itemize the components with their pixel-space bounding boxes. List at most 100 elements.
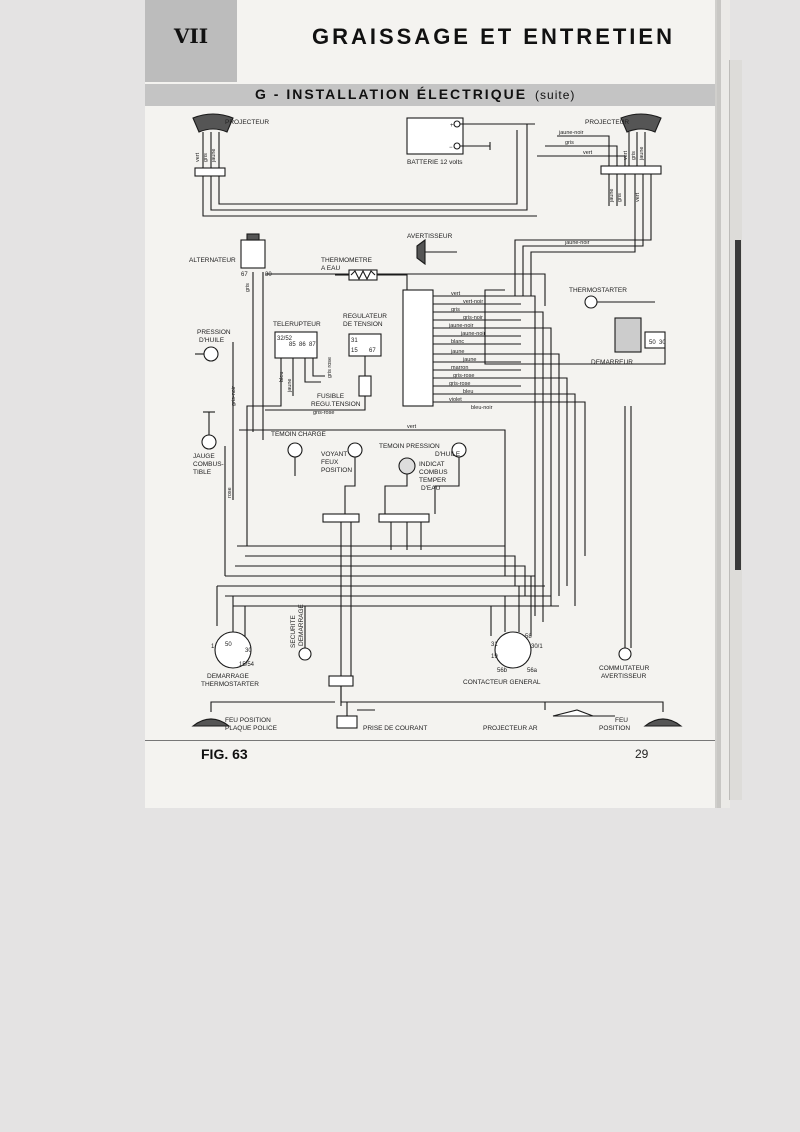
block-wire-label: gris-rose bbox=[449, 381, 470, 387]
figure-label: FIG. 63 bbox=[201, 746, 248, 762]
wire-label: jaune-noir bbox=[558, 130, 584, 136]
relay-telerupteur bbox=[274, 331, 318, 359]
wire-label: gris bbox=[631, 151, 637, 160]
temp-fuel-indicator bbox=[398, 457, 416, 475]
reg-term: 15 bbox=[351, 348, 358, 354]
label-thermostarter: THERMOSTARTER bbox=[569, 287, 627, 294]
block-wire-label: violet bbox=[449, 397, 462, 403]
block-wire-label: jaune bbox=[450, 349, 464, 355]
wire-label: gris bbox=[203, 153, 209, 162]
fuel-gauge-sensor bbox=[201, 434, 217, 450]
manual-page: VII GRAISSAGE ET ENTRETIEN G - INSTALLAT… bbox=[145, 0, 715, 808]
connector-block bbox=[402, 289, 434, 407]
wire-label: jaune bbox=[211, 149, 217, 163]
thermostarter bbox=[584, 295, 598, 309]
label-fusible-2: REGU.TENSION bbox=[311, 401, 361, 408]
label-regulateur-2: DE TENSION bbox=[343, 321, 383, 328]
right-headlamp-connector bbox=[600, 165, 662, 175]
cont-term: 31 bbox=[491, 642, 498, 648]
dem-term: 50 bbox=[649, 340, 656, 346]
label-jauge-3: TIBLE bbox=[193, 469, 212, 476]
thermo-term: 15/54 bbox=[239, 662, 255, 668]
section-title-text: G - INSTALLATION ÉLECTRIQUE bbox=[255, 86, 528, 102]
thermo-term: 30 bbox=[245, 648, 252, 654]
instrument-connector-right bbox=[378, 513, 430, 523]
block-wire-label: blanc bbox=[451, 339, 464, 345]
cont-term: 19 bbox=[491, 654, 498, 660]
page-edge bbox=[715, 0, 730, 808]
junction-box bbox=[328, 675, 354, 687]
label-securite-2: DEMARRAGE bbox=[298, 603, 305, 646]
dem-term: 30 bbox=[659, 340, 666, 346]
label-commutateur: COMMUTATEUR bbox=[599, 665, 650, 672]
right-position-lamp-icon bbox=[643, 718, 683, 727]
tele-term: 32/52 bbox=[277, 336, 293, 342]
ignition-switch bbox=[494, 631, 532, 669]
rear-headlamp-icon bbox=[552, 709, 594, 717]
block-wire-label: jaune-noir bbox=[448, 323, 474, 329]
label-feu-plaque-2: PLAQUE POLICE bbox=[225, 725, 278, 732]
label-feu-plaque: FEU POSITION bbox=[225, 717, 271, 724]
label-temoin-pression-2: D'HUILE bbox=[435, 451, 461, 458]
position-lights-lamp bbox=[347, 442, 363, 458]
label-voyant-3: POSITION bbox=[321, 467, 352, 474]
wire-label: vert bbox=[635, 192, 641, 202]
binding-shadow bbox=[735, 240, 741, 570]
wire-label: gris bbox=[617, 193, 623, 202]
page-number: 29 bbox=[635, 747, 649, 761]
fuse-regulator bbox=[358, 375, 372, 397]
horn-icon bbox=[416, 238, 426, 266]
label-prise: PRISE DE COURANT bbox=[363, 725, 427, 732]
block-wire-label: vert-noir bbox=[463, 299, 483, 305]
wire-label: gris-rose bbox=[313, 410, 334, 416]
block-wire-label: bleu-noir bbox=[471, 405, 493, 411]
label-jauge-2: COMBUS- bbox=[193, 461, 224, 468]
label-fusible: FUSIBLE bbox=[317, 393, 345, 400]
page-title: GRAISSAGE ET ENTRETIEN bbox=[311, 24, 675, 49]
footer-rule bbox=[145, 740, 715, 741]
block-wire-label: gris bbox=[451, 307, 460, 313]
label-temoin-charge: TEMOIN CHARGE bbox=[271, 431, 327, 438]
wire-label: gris bbox=[245, 283, 251, 292]
block-wire-label: jaune-noir bbox=[460, 331, 486, 337]
label-indicat-4: D'EAU bbox=[421, 485, 441, 492]
wiring-diagram: + − 67 30 32/52 85 86 87 31 15 67 50 30 … bbox=[189, 113, 683, 732]
label-voyant: VOYANT bbox=[321, 451, 347, 458]
block-wire-label: marron bbox=[451, 365, 468, 371]
starter-motor bbox=[614, 317, 642, 353]
label-demarrage: DEMARRAGE bbox=[207, 673, 250, 680]
wire-label: vert bbox=[623, 150, 629, 160]
label-indicat: INDICAT bbox=[419, 461, 445, 468]
battery-minus: − bbox=[449, 145, 453, 151]
label-telerupteur: TELERUPTEUR bbox=[273, 321, 321, 328]
oil-pressure-sensor bbox=[203, 346, 219, 362]
label-regulateur: REGULATEUR bbox=[343, 313, 387, 320]
label-alternateur: ALTERNATEUR bbox=[189, 257, 236, 264]
thermo-term: 1 bbox=[211, 644, 215, 650]
power-socket bbox=[336, 715, 358, 729]
wire-label: jaune bbox=[609, 189, 615, 203]
right-headlamp-icon bbox=[620, 113, 662, 133]
reg-term: 31 bbox=[351, 338, 358, 344]
wire-label: vert bbox=[407, 424, 417, 430]
label-commutateur-2: AVERTISSEUR bbox=[601, 673, 647, 680]
safety-start-switch bbox=[298, 647, 312, 661]
alternator bbox=[240, 239, 266, 269]
label-indicat-3: TEMPER bbox=[419, 477, 446, 484]
instrument-connector-left bbox=[322, 513, 360, 523]
label-indicat-2: COMBUS bbox=[419, 469, 448, 476]
wire-label: vert bbox=[583, 150, 593, 156]
wire-label: vert bbox=[195, 152, 201, 162]
label-temoin-pression: TEMOIN PRESSION bbox=[379, 443, 440, 450]
chapter-number: VII bbox=[145, 0, 237, 82]
label-projecteur-right: PROJECTEUR bbox=[585, 119, 629, 126]
label-projecteur-ar: PROJECTEUR AR bbox=[483, 725, 538, 732]
label-batterie: BATTERIE 12 volts bbox=[407, 159, 463, 166]
alt-term-67: 67 bbox=[241, 272, 248, 278]
label-projecteur-left: PROJECTEUR bbox=[225, 119, 269, 126]
tele-term: 87 bbox=[309, 342, 316, 348]
label-voyant-2: FEUX bbox=[321, 459, 339, 466]
battery-plus: + bbox=[450, 123, 454, 129]
label-securite: SECURITE bbox=[290, 614, 297, 648]
cont-term: 58 bbox=[525, 634, 532, 640]
